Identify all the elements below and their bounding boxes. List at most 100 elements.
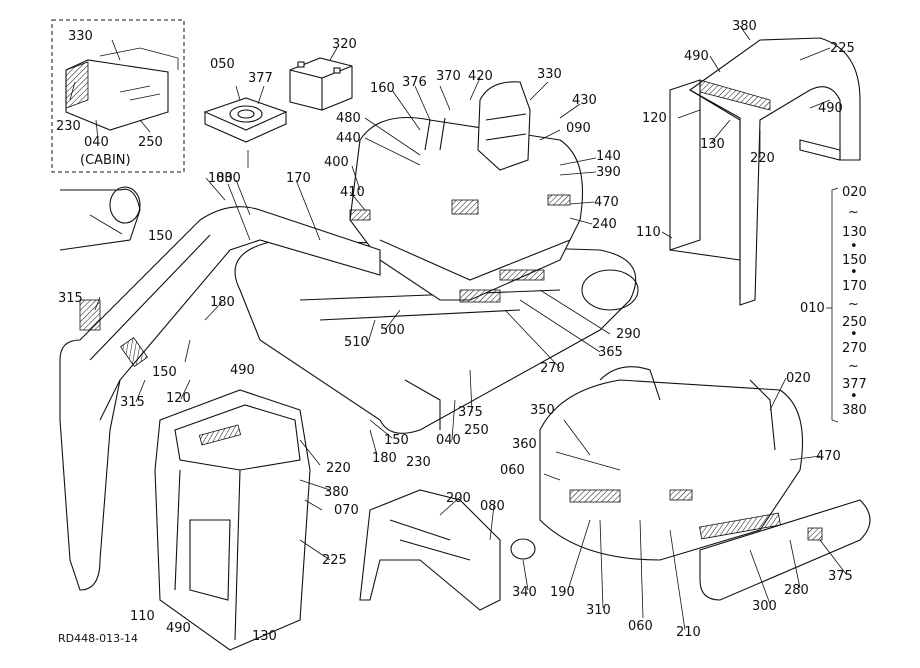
label-315-bottom: 315: [120, 395, 145, 410]
label-080: 080: [480, 499, 505, 514]
canopy: [669, 37, 861, 306]
label-310: 310: [586, 603, 611, 618]
label-110-canopy: 110: [636, 225, 661, 240]
label-340: 340: [512, 585, 537, 600]
range-item-9: •: [850, 327, 858, 342]
arm: [59, 186, 141, 251]
label-376: 376: [402, 75, 427, 90]
label-430: 430: [572, 93, 597, 108]
label-470-rear: 470: [816, 449, 841, 464]
label-490-cabin: 490: [166, 621, 191, 636]
label-090: 090: [566, 121, 591, 136]
label-375-right: 375: [828, 569, 853, 584]
label-130-cabin: 130: [252, 629, 277, 644]
label-050: 050: [210, 57, 235, 72]
excavator-upper: [234, 81, 639, 434]
label-370: 370: [436, 69, 461, 84]
label-390: 390: [596, 165, 621, 180]
label-170: 170: [286, 171, 311, 186]
label-130-canopy: 130: [700, 137, 725, 152]
label-365: 365: [598, 345, 623, 360]
label-180-lower: 180: [372, 451, 397, 466]
label-060-bottom: 060: [628, 619, 653, 634]
label-470: 470: [594, 195, 619, 210]
label-230-mid: 230: [406, 455, 431, 470]
label-150-mid: 150: [152, 365, 177, 380]
label-300: 300: [752, 599, 777, 614]
range-item-3: •: [850, 239, 858, 254]
range-item-12: 377: [842, 377, 867, 392]
label-240: 240: [592, 217, 617, 232]
range-item-8: 250: [842, 315, 867, 330]
label-070: 070: [334, 503, 359, 518]
label-410: 410: [340, 185, 365, 200]
label-180-top: 180: [208, 171, 233, 186]
label-380-canopy: 380: [732, 19, 757, 34]
label-330-inset: 330: [68, 29, 93, 44]
label-030: 030: [216, 171, 241, 186]
label-140: 140: [596, 149, 621, 164]
label-210: 210: [676, 625, 701, 640]
range-item-6: 170: [842, 279, 867, 294]
label-010: 010: [800, 301, 825, 316]
range-item-7: ~: [848, 297, 859, 312]
label-400: 400: [324, 155, 349, 170]
boom: [59, 206, 381, 591]
bracket: [359, 489, 501, 611]
range-item-2: 130: [842, 225, 867, 240]
counterweight: [510, 366, 871, 601]
label-230-inset: 230: [56, 119, 81, 134]
cabin-inset: [51, 19, 185, 173]
label-270: 270: [540, 361, 565, 376]
cabin-note: (CABIN): [80, 153, 131, 168]
range-item-4: 150: [842, 253, 867, 268]
label-200: 200: [446, 491, 471, 506]
label-150-lower: 150: [384, 433, 409, 448]
label-160: 160: [370, 81, 395, 96]
label-380-cabin: 380: [324, 485, 349, 500]
label-375-mid: 375: [458, 405, 483, 420]
label-500: 500: [380, 323, 405, 338]
reference-code: RD448-013-14: [58, 632, 138, 645]
label-220-canopy: 220: [750, 151, 775, 166]
label-060-left: 060: [500, 463, 525, 478]
label-320: 320: [332, 37, 357, 52]
label-040-mid: 040: [436, 433, 461, 448]
range-item-14: 380: [842, 403, 867, 418]
battery: [289, 57, 353, 111]
label-225-canopy: 225: [830, 41, 855, 56]
label-110-cabin: 110: [130, 609, 155, 624]
leader-lines: [69, 25, 847, 631]
seat-plate: [203, 97, 288, 143]
label-120-mid: 120: [166, 391, 191, 406]
label-377: 377: [248, 71, 273, 86]
range-item-13: •: [850, 389, 858, 404]
label-350: 350: [530, 403, 555, 418]
label-280: 280: [784, 583, 809, 598]
label-250-inset: 250: [138, 135, 163, 150]
range-item-11: ~: [848, 359, 859, 374]
label-330: 330: [537, 67, 562, 82]
label-490-canopy-right: 490: [818, 101, 843, 116]
label-480: 480: [336, 111, 361, 126]
label-040-inset: 040: [84, 135, 109, 150]
label-120-canopy: 120: [642, 111, 667, 126]
label-190: 190: [550, 585, 575, 600]
label-360: 360: [512, 437, 537, 452]
label-225-cabin: 225: [322, 553, 347, 568]
label-250-mid: 250: [464, 423, 489, 438]
label-020: 020: [786, 371, 811, 386]
label-510: 510: [344, 335, 369, 350]
range-item-1: ~: [848, 205, 859, 220]
label-290: 290: [616, 327, 641, 342]
label-490-canopy: 490: [684, 49, 709, 64]
label-220-cabin: 220: [326, 461, 351, 476]
label-180-mid: 180: [210, 295, 235, 310]
cabin: [154, 389, 311, 651]
range-item-0: 020: [842, 185, 867, 200]
part-labels: 330 230 040 250 (CABIN) 050 377 030 320 …: [56, 19, 867, 645]
label-150-arm: 150: [148, 229, 173, 244]
label-440: 440: [336, 131, 361, 146]
label-490-mid: 490: [230, 363, 255, 378]
